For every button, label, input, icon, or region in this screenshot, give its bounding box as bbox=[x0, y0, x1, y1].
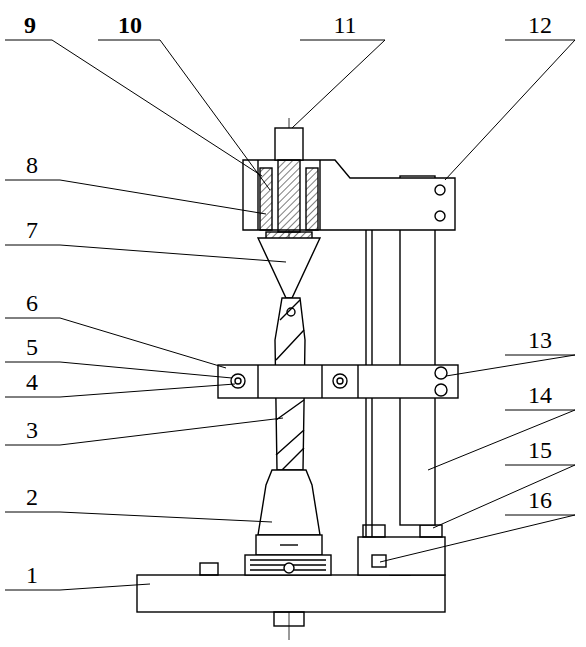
callout-number: 9 bbox=[24, 13, 36, 37]
callout-number: 3 bbox=[26, 418, 38, 442]
callout-number: 2 bbox=[26, 485, 38, 509]
callout-number: 13 bbox=[528, 328, 552, 352]
callout-number: 10 bbox=[118, 13, 142, 37]
callout-number: 15 bbox=[528, 438, 552, 462]
callout-number: 8 bbox=[26, 153, 38, 177]
callout-number: 6 bbox=[26, 291, 38, 315]
callout-number: 14 bbox=[528, 383, 552, 407]
callout-number: 7 bbox=[26, 218, 38, 242]
callout-number: 4 bbox=[26, 370, 38, 394]
callout-number: 1 bbox=[26, 563, 38, 587]
callout-number: 11 bbox=[333, 13, 356, 37]
callout-number: 12 bbox=[528, 13, 552, 37]
callout-number: 16 bbox=[528, 488, 552, 512]
callout-number: 5 bbox=[26, 335, 38, 359]
